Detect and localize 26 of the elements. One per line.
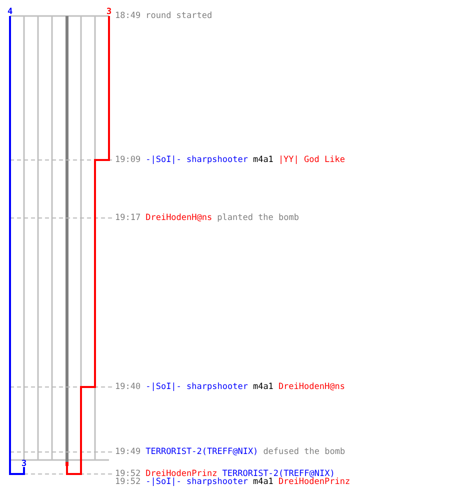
player-name: -|SoI|- sharpshooter: [146, 156, 248, 164]
weapon-name: m4a1: [252, 156, 274, 164]
player-name: DreiHodenH@ns: [278, 383, 345, 391]
time-label: 19:40: [115, 383, 141, 391]
time-label: 18:49: [115, 12, 141, 20]
time-label: 19:09: [115, 156, 141, 164]
count-label: 4: [7, 8, 13, 16]
player-name: |YY| God Like: [278, 156, 345, 164]
weapon-name: m4a1: [252, 478, 274, 486]
player-name: -|SoI|- sharpshooter: [146, 478, 248, 486]
count-label: 3: [21, 460, 27, 468]
time-label: 19:52: [115, 478, 141, 486]
count-label: 3: [106, 8, 112, 16]
event-text: defused the bomb: [263, 448, 346, 456]
player-name: DreiHodenPrinz: [146, 470, 218, 478]
player-name: -|SoI|- sharpshooter: [146, 383, 248, 391]
player-name: TERRORIST-2(TREFF@NIX): [222, 470, 335, 478]
weapon-name: m4a1: [252, 383, 274, 391]
time-label: 19:17: [115, 214, 141, 222]
time-label: 19:49: [115, 448, 141, 456]
event-text: round started: [146, 12, 212, 20]
player-name: TERRORIST-2(TREFF@NIX): [146, 448, 258, 456]
player-name: DreiHodenPrinz: [278, 478, 350, 486]
time-label: 19:52: [115, 470, 141, 478]
event-text: planted the bomb: [217, 214, 300, 222]
player-name: DreiHodenH@ns: [146, 214, 212, 222]
